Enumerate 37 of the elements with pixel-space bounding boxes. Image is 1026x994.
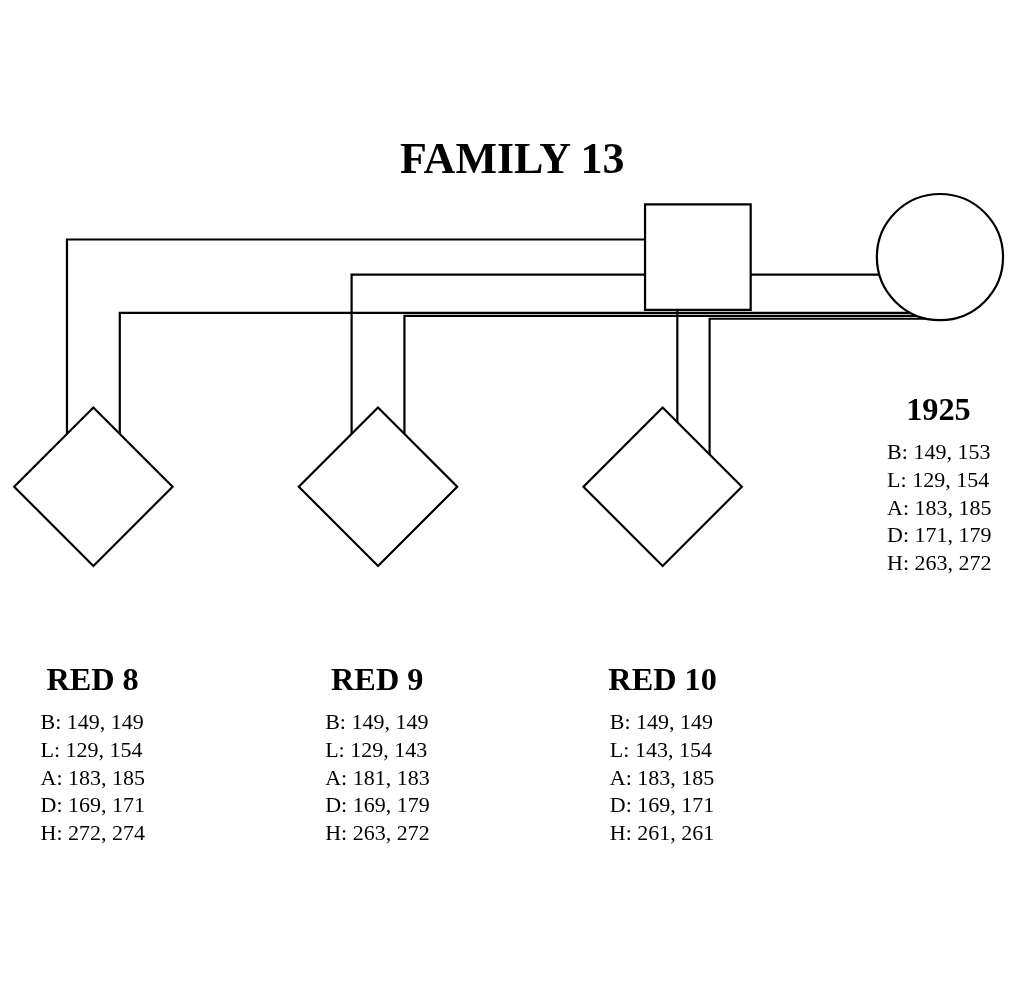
diagram-title: FAMILY 13 [400,134,625,184]
node-diamond [581,405,744,568]
node-label: A: 183, 185 [609,764,715,790]
connector [65,238,645,434]
connector [350,273,645,434]
node-label: H: 263, 272 [325,820,430,846]
node-circle [875,192,1005,322]
node-label: 1925 [906,391,971,428]
connector [118,311,911,434]
node-label: D: 169, 171 [609,792,715,818]
node-label: L: 129, 154 [40,736,143,762]
connector [708,317,927,455]
node-label: D: 169, 179 [325,792,430,818]
node-label: RED 10 [608,661,717,698]
node-label: RED 8 [46,661,139,698]
node-label: L: 129, 143 [325,736,428,762]
node-label: A: 183, 185 [40,764,146,790]
node-label: A: 183, 185 [887,494,992,520]
node-label: B: 149, 149 [325,708,429,734]
node-label: D: 171, 179 [887,522,992,548]
node-label: D: 169, 171 [40,792,146,818]
node-label: H: 261, 261 [609,820,715,846]
node-label: RED 9 [331,661,424,698]
node-diamond [297,405,459,568]
node-diamond [12,405,175,568]
node-label: B: 149, 149 [40,708,144,734]
connector [403,314,917,434]
node-label: A: 181, 183 [325,764,430,790]
node-label: L: 129, 154 [887,466,990,492]
node-box [643,203,752,312]
node-label: B: 149, 149 [609,708,714,734]
node-label: L: 143, 154 [609,736,712,762]
node-label: H: 272, 274 [40,820,146,846]
node-label: B: 149, 153 [887,438,991,464]
node-label: H: 263, 272 [887,550,992,576]
connector [676,310,679,422]
connector [751,273,880,276]
